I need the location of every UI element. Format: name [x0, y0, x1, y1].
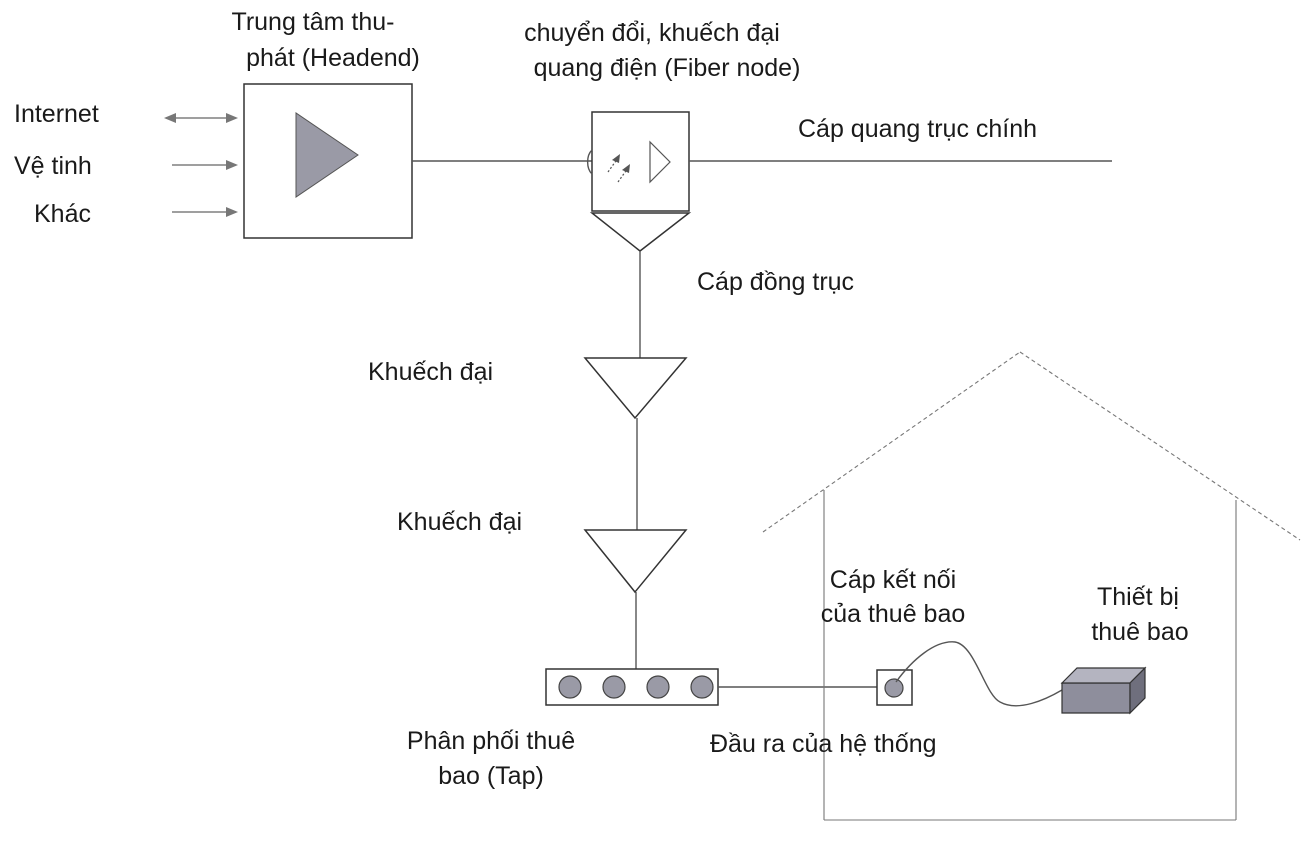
tap-label-line-1: Phân phối thuê [407, 727, 575, 755]
headend [243, 83, 413, 239]
fiber-node-label-line-1: chuyển đổi, khuếch đại [524, 19, 780, 47]
tap-port-1 [558, 675, 582, 699]
fiber-node-input-lens [586, 149, 593, 175]
photodiode-arrowhead-2 [622, 164, 630, 173]
fiber-node [586, 111, 692, 252]
house [762, 351, 1301, 821]
roof-right [1019, 351, 1301, 541]
tap-port-4 [690, 675, 714, 699]
customer-device-label-line-1: Thiết bị [1097, 583, 1179, 611]
amplifier-1-label: Khuếch đại [368, 358, 493, 386]
fiber-node-box [591, 111, 690, 212]
fiber-node-label-line-2: quang điện (Fiber node) [534, 54, 801, 82]
customer-device-label-line-2: thuê bao [1091, 618, 1188, 646]
headend-label-line-2: phát (Headend) [246, 44, 420, 72]
photodiode-arrow-1 [607, 157, 619, 173]
amplifier-2-symbol [583, 529, 688, 594]
outlet-port [884, 678, 904, 698]
customer-device [1060, 666, 1147, 715]
input-satellite-label: Vệ tinh [14, 152, 92, 180]
system-outlet [876, 669, 913, 706]
drop-cable-label-line-2: của thuê bao [821, 600, 966, 628]
fiber-node-amp-icon [649, 140, 671, 184]
input-other-label: Khác [34, 200, 91, 228]
amplifier-1-symbol [583, 357, 688, 420]
roof-left [762, 351, 1021, 533]
headend-amplifier-icon [295, 112, 359, 198]
tap-label-line-2: bao (Tap) [438, 762, 544, 790]
other-arrowhead [226, 207, 238, 217]
internet-arrowhead-right [226, 113, 238, 123]
system-outlet-label: Đầu ra của hệ thống [710, 730, 937, 758]
tap-port-2 [602, 675, 626, 699]
coax-label: Cáp đồng trục [697, 268, 854, 296]
photodiode-arrow-2 [617, 167, 629, 183]
satellite-arrowhead [226, 160, 238, 170]
drop-cable-label-line-1: Cáp kết nối [830, 566, 956, 594]
device-front [1061, 682, 1131, 714]
drop-cable [895, 641, 1063, 707]
photodiode-arrowhead-1 [612, 154, 620, 163]
input-internet-label: Internet [14, 100, 99, 128]
labels: Trung tâm thu- phát (Headend) chuyển đổi… [14, 8, 1189, 790]
headend-label-line-1: Trung tâm thu- [231, 8, 394, 36]
amplifier-2-label: Khuếch đại [397, 508, 522, 536]
tap [545, 668, 719, 706]
device-side [1129, 666, 1146, 715]
fiber-node-coax-port [589, 212, 692, 252]
trunk-fiber-label: Cáp quang trục chính [798, 115, 1037, 143]
internet-arrowhead-left [164, 113, 176, 123]
tap-port-3 [646, 675, 670, 699]
input-arrows [164, 113, 238, 217]
